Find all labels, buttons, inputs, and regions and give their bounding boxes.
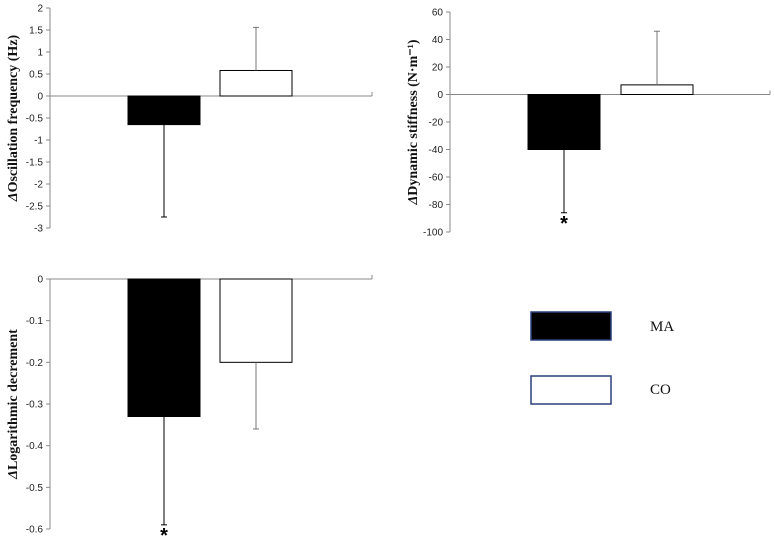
y-tick-label: 0 (437, 90, 443, 101)
y-tick-label: 20 (432, 63, 444, 74)
y-tick-label: -100 (423, 228, 443, 239)
y-tick-label: -2.5 (26, 202, 44, 213)
y-axis-label: ΔOscillation frequency (Hz) (6, 34, 21, 202)
y-tick-label: -3 (34, 224, 43, 235)
bar-co (620, 84, 694, 95)
bar-co (219, 278, 293, 363)
y-tick-label: -80 (429, 200, 444, 211)
significance-marker: * (160, 525, 168, 543)
y-tick-label: -0.3 (26, 400, 44, 411)
chart-logarithmic-decrement: 0 -0.1 -0.2 -0.3 -0.4 -0.5 -0.6 * ΔLogarithmic d… (6, 275, 373, 543)
significance-marker: * (560, 213, 568, 235)
y-tick-label: -2 (34, 180, 43, 191)
y-tick-label: 0 (37, 275, 43, 286)
y-tick-label: -0.2 (26, 358, 44, 369)
y-tick-label: 0 (37, 92, 43, 103)
y-tick-label: 1 (37, 48, 43, 59)
y-tick-label: 60 (432, 8, 444, 19)
legend-swatch-ma (530, 311, 612, 341)
y-axis-label: ΔLogarithmic decrement (6, 329, 21, 480)
y-tick-label: -0.5 (26, 114, 44, 125)
legend-label-ma: MA (650, 319, 674, 335)
bar-co (219, 69, 293, 97)
bar-ma (127, 278, 201, 417)
bar-ma (527, 94, 601, 150)
y-tick-label: -0.4 (26, 441, 44, 452)
y-tick-label: -0.6 (26, 525, 44, 536)
chart-oscillation-frequency: 2 1.5 1 0.5 0 -0.5 -1 -1.5 -2 -2.5 -3 ΔOscillation … (6, 4, 373, 235)
bar-ma (127, 95, 201, 126)
y-tick-label: 0.5 (29, 70, 43, 81)
y-tick-label: -0.1 (26, 316, 44, 327)
y-tick-label: -1 (34, 136, 43, 147)
y-axis-label: ΔDynamic stiffness (N·m⁻¹) (406, 39, 421, 205)
y-tick-label: -0.5 (26, 483, 44, 494)
y-tick-label: -20 (429, 118, 444, 129)
y-tick-label: 40 (432, 35, 444, 46)
chart-dynamic-stiffness: 60 40 20 0 -20 -40 -60 -80 -100 * ΔDynamic stiffne… (406, 8, 771, 239)
legend-label-co: CO (650, 382, 671, 398)
y-tick-label: 1.5 (29, 26, 43, 37)
y-tick-label: -40 (429, 145, 444, 156)
legend-swatch-co (530, 375, 612, 405)
legend: MA CO (530, 311, 674, 405)
y-tick-label: 2 (37, 4, 43, 15)
y-tick-label: -60 (429, 173, 444, 184)
y-tick-label: -1.5 (26, 158, 44, 169)
